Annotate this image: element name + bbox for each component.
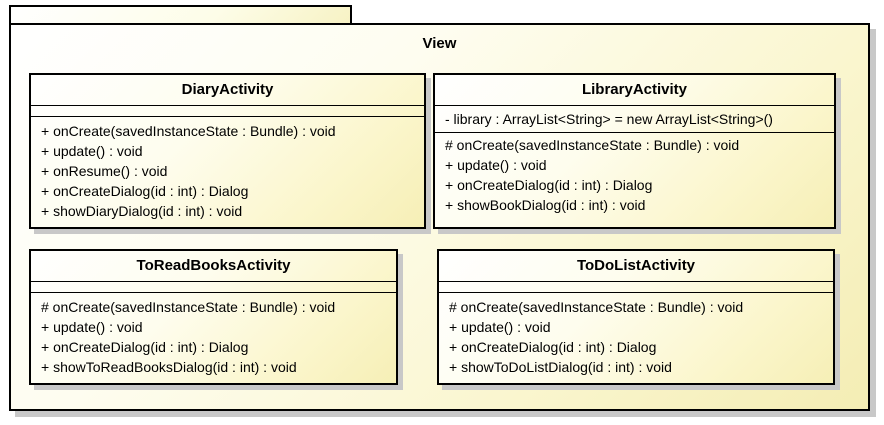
operation: + onCreateDialog(id : int) : Dialog — [41, 339, 249, 355]
attributes-compartment: - library : ArrayList<String> = new Arra… — [435, 106, 834, 133]
operations-compartment: + onCreate(savedInstanceState : Bundle) … — [31, 117, 424, 221]
class-name: DiaryActivity — [31, 75, 424, 106]
class-name: LibraryActivity — [435, 75, 834, 106]
operation: + onCreate(savedInstanceState : Bundle) … — [41, 123, 336, 139]
operation: + onCreateDialog(id : int) : Dialog — [41, 183, 249, 199]
operations-compartment: # onCreate(savedInstanceState : Bundle) … — [31, 293, 396, 377]
class-library-activity[interactable]: LibraryActivity - library : ArrayList<St… — [433, 73, 836, 229]
attributes-compartment — [439, 282, 833, 293]
operation: + update() : void — [449, 319, 551, 335]
class-diary-activity[interactable]: DiaryActivity + onCreate(savedInstanceSt… — [29, 73, 426, 229]
operation: # onCreate(savedInstanceState : Bundle) … — [41, 299, 336, 315]
operation: # onCreate(savedInstanceState : Bundle) … — [449, 299, 744, 315]
package-tab — [9, 5, 352, 24]
operation: + update() : void — [445, 157, 547, 173]
operation: + showBookDialog(id : int) : void — [445, 197, 646, 213]
class-name: ToReadBooksActivity — [31, 251, 396, 282]
operation: + update() : void — [41, 143, 143, 159]
class-to-read-books-activity[interactable]: ToReadBooksActivity # onCreate(savedInst… — [29, 249, 398, 385]
operation: + onResume() : void — [41, 163, 168, 179]
operations-compartment: # onCreate(savedInstanceState : Bundle) … — [435, 133, 834, 215]
operations-compartment: # onCreate(savedInstanceState : Bundle) … — [439, 293, 833, 377]
attributes-compartment — [31, 106, 424, 117]
operation: # onCreate(savedInstanceState : Bundle) … — [445, 137, 740, 153]
operation: + showDiaryDialog(id : int) : void — [41, 203, 243, 219]
attribute: - library : ArrayList<String> = new Arra… — [445, 111, 773, 127]
package-title: View — [422, 35, 457, 52]
operation: + onCreateDialog(id : int) : Dialog — [449, 339, 657, 355]
operation: + onCreateDialog(id : int) : Dialog — [445, 177, 653, 193]
class-to-do-list-activity[interactable]: ToDoListActivity # onCreate(savedInstanc… — [437, 249, 835, 385]
operation: + showToReadBooksDialog(id : int) : void — [41, 359, 297, 375]
operation: + update() : void — [41, 319, 143, 335]
class-name: ToDoListActivity — [439, 251, 833, 282]
operation: + showToDoListDialog(id : int) : void — [449, 359, 672, 375]
attributes-compartment — [31, 282, 396, 293]
